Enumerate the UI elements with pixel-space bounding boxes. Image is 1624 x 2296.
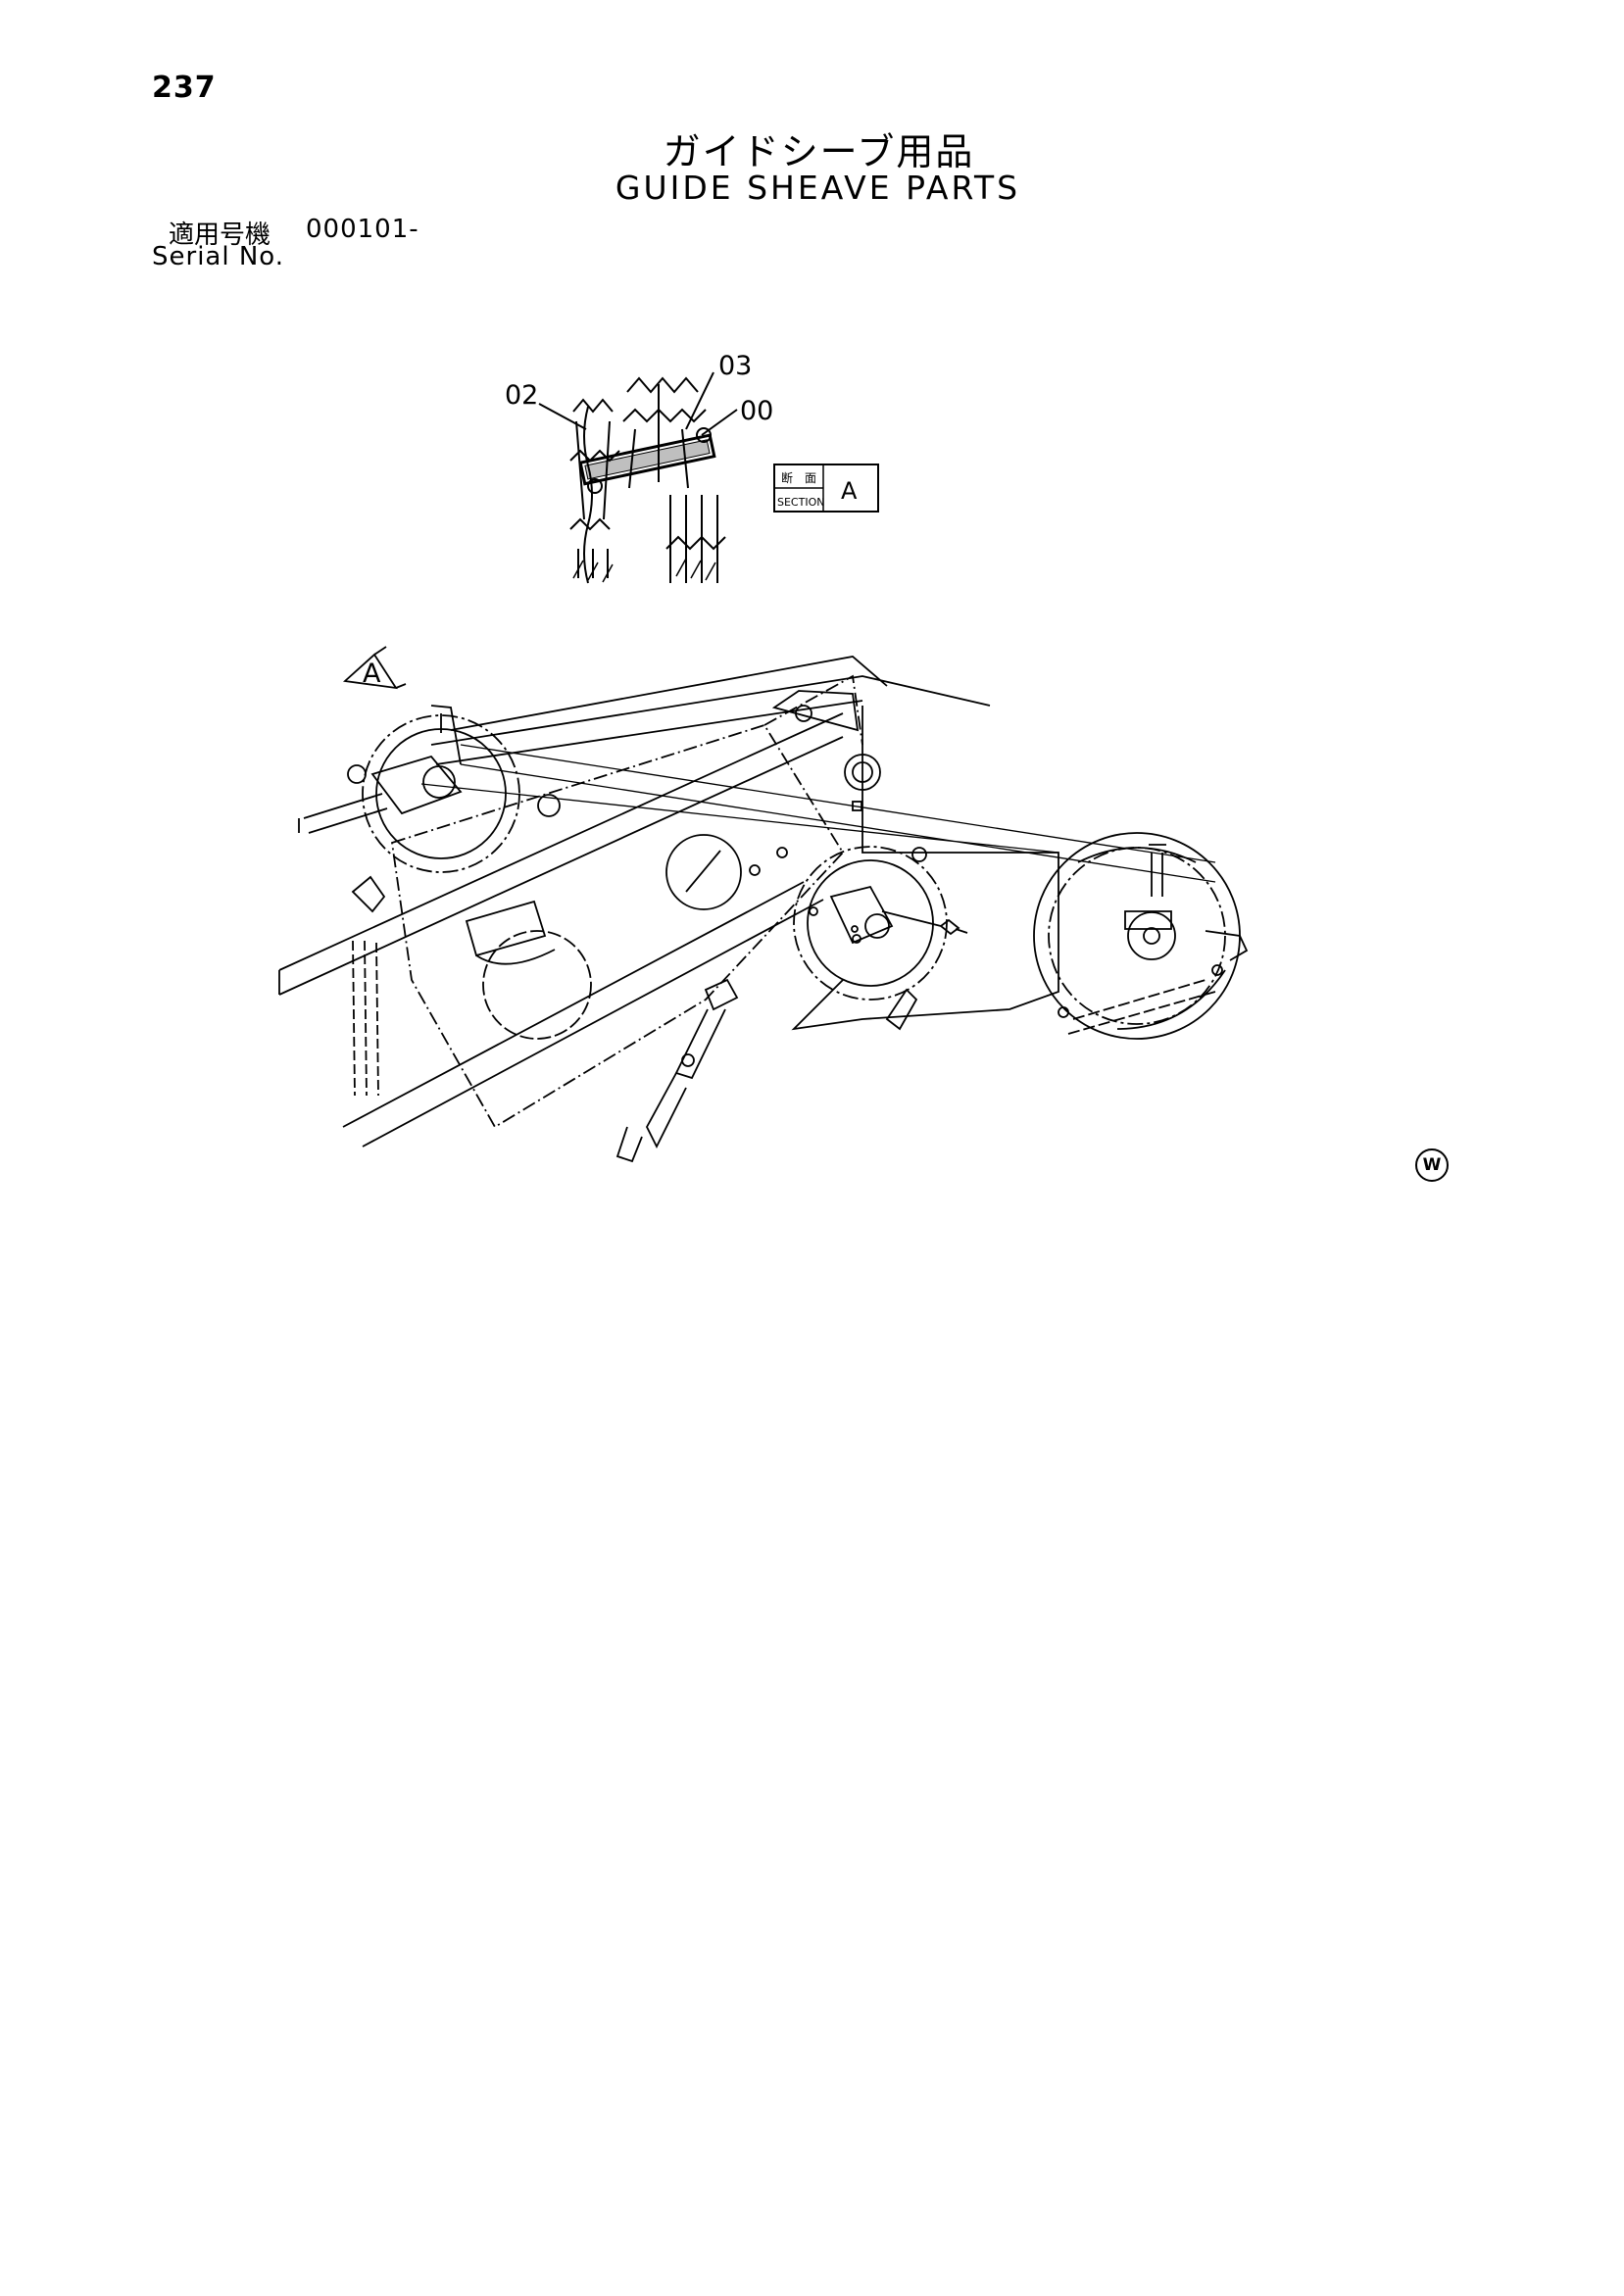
serial-label-japanese: 適用号機 (169, 220, 271, 250)
section-label-english: SECTION (777, 496, 824, 509)
callout-02: 02 (505, 380, 538, 411)
section-a-detail (538, 371, 738, 584)
section-label-letter: A (841, 477, 858, 505)
page-title-english: GUIDE SHEAVE PARTS (615, 169, 1021, 207)
page-number: 237 (152, 71, 217, 105)
callout-03: 03 (718, 351, 752, 381)
view-marker-letter: A (363, 659, 381, 689)
section-label-box (773, 464, 879, 513)
section-label-japanese: 断 面 (781, 470, 816, 485)
serial-label-english: Serial No. (152, 242, 284, 271)
variant-mark-icon: W (1415, 1148, 1449, 1182)
main-assembly (278, 646, 1249, 1163)
callout-00: 00 (740, 396, 773, 426)
serial-number-value: 000101- (306, 215, 419, 244)
page-title-japanese: ガイドシーブ用品 (663, 130, 975, 173)
